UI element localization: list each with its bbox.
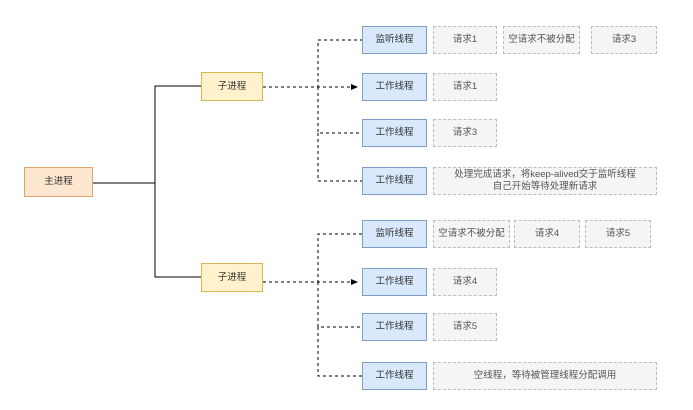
child-1-to-thread-3-line — [317, 87, 362, 134]
child-2-listener-task-2: 请求4 — [514, 220, 580, 248]
task-line-2: 自己开始等待处理新请求 — [492, 181, 598, 192]
child-2-to-thread-1-line — [263, 233, 362, 283]
main-to-child-1-line — [93, 85, 201, 184]
main-to-child-2-line — [93, 182, 201, 278]
child-1-listener-task-2: 空请求不被分配 — [503, 26, 580, 54]
child-2-listener-thread: 监听线程 — [362, 220, 427, 248]
child-1-worker-thread-1: 工作线程 — [362, 73, 427, 101]
child-1-worker-1-task: 请求1 — [433, 73, 497, 101]
child-1-worker-3-task: 处理完成请求，将keep-alived交于监听线程 自己开始等待处理新请求 — [433, 167, 657, 195]
child-1-worker-thread-3: 工作线程 — [362, 167, 427, 195]
child-1-listener-task-3: 请求3 — [591, 26, 657, 54]
main-process-node: 主进程 — [24, 167, 93, 197]
child-2-worker-thread-2: 工作线程 — [362, 313, 427, 341]
child-1-worker-thread-2: 工作线程 — [362, 119, 427, 147]
child-process-2-node: 子进程 — [201, 263, 263, 292]
child-1-listener-thread: 监听线程 — [362, 26, 427, 54]
child-2-listener-task-1: 空请求不被分配 — [433, 220, 510, 248]
child-1-worker-2-task: 请求3 — [433, 119, 497, 147]
task-line-1: 处理完成请求，将keep-alived交于监听线程 — [454, 169, 636, 181]
child-2-to-thread-4-line — [317, 327, 362, 377]
child-2-listener-task-3: 请求5 — [585, 220, 651, 248]
child-process-1-node: 子进程 — [201, 72, 263, 101]
child-2-worker-2-task: 请求5 — [433, 313, 497, 341]
child-1-to-thread-1-line — [263, 39, 362, 88]
child-1-listener-task-1: 请求1 — [433, 26, 497, 54]
child-2-to-thread-3-line — [317, 282, 362, 328]
child-1-to-thread-4-line — [317, 133, 362, 182]
child-2-worker-1-task: 请求4 — [433, 268, 497, 296]
child-2-worker-thread-1: 工作线程 — [362, 268, 427, 296]
child-2-worker-3-task: 空线程，等待被管理线程分配调用 — [433, 362, 657, 390]
child-2-worker-thread-3: 工作线程 — [362, 362, 427, 390]
